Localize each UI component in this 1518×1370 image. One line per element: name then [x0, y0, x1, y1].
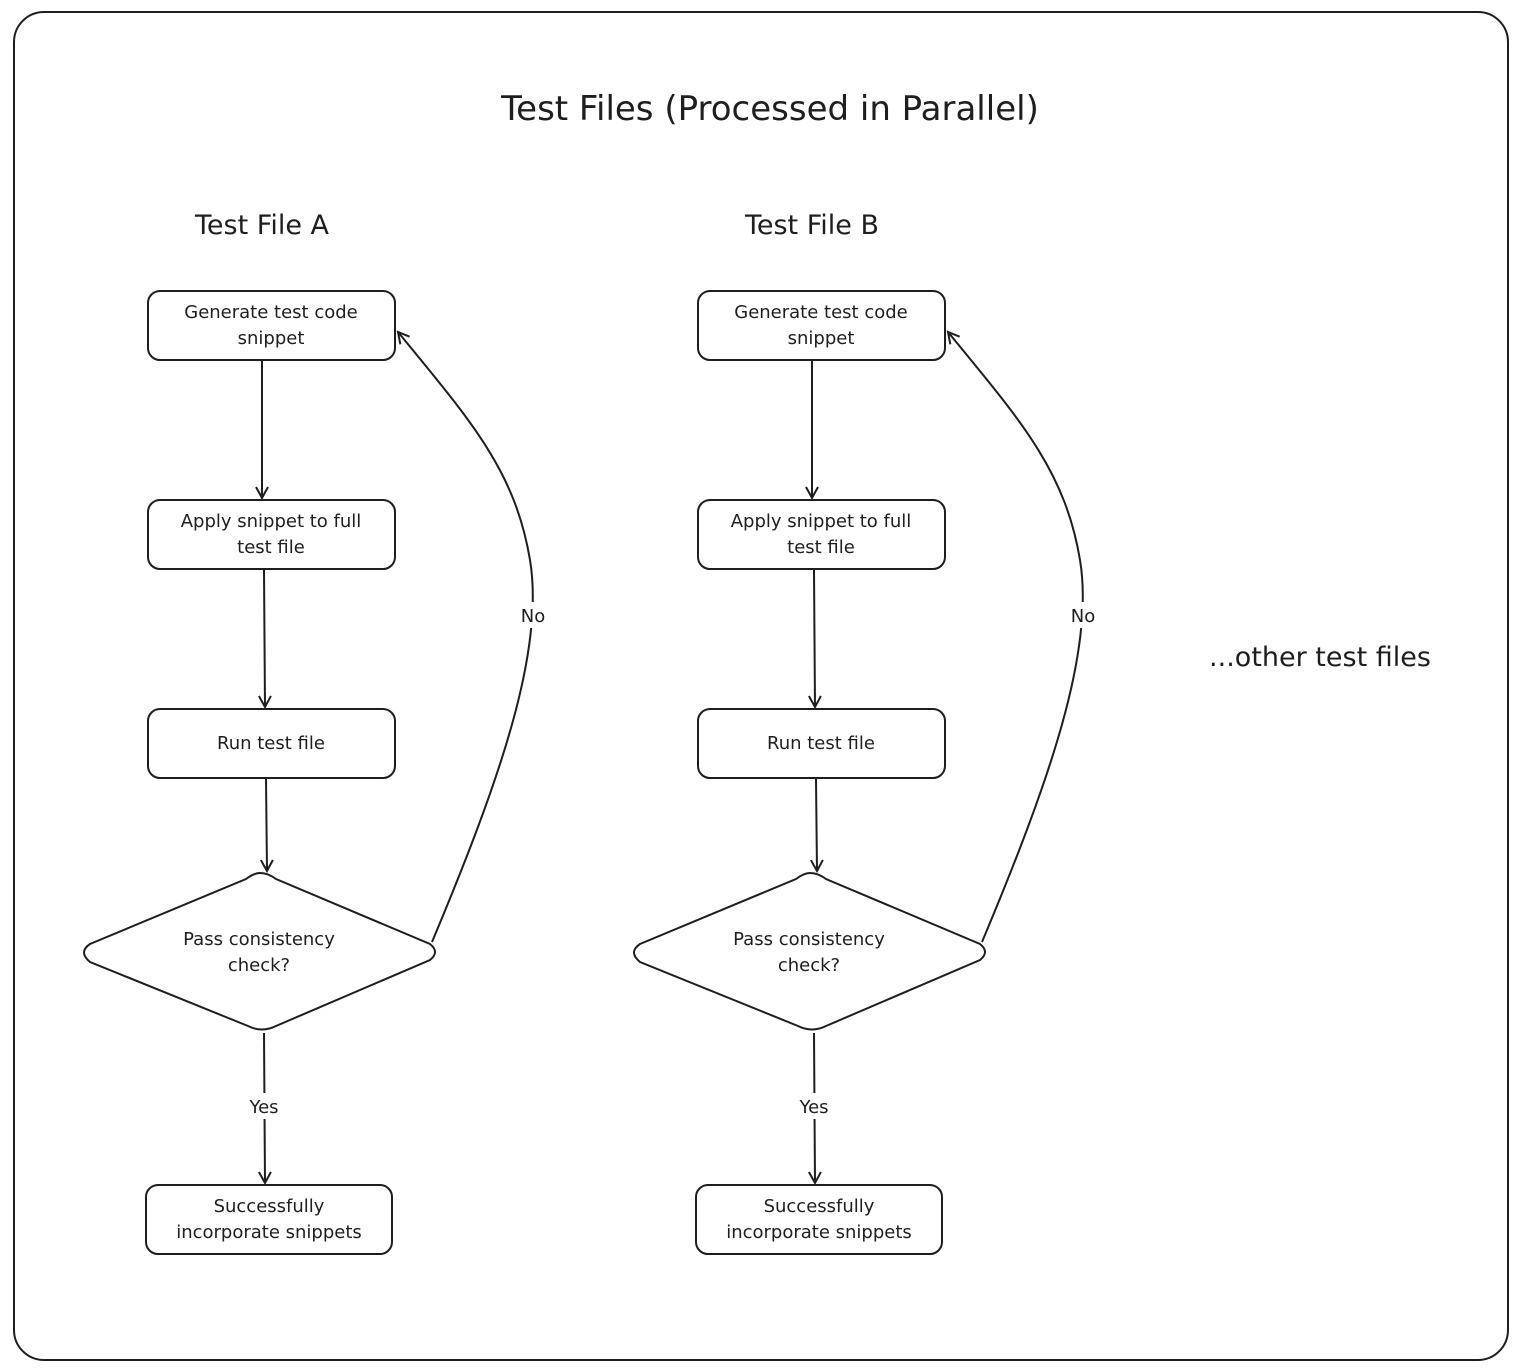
decision-label: Pass consistency: [183, 929, 335, 950]
no-label: No: [1071, 606, 1095, 627]
flow-arrow: [264, 569, 265, 707]
yes-label: Yes: [798, 1097, 828, 1118]
decision-diamond: [633, 871, 986, 1031]
flow-arrow: [814, 569, 815, 707]
process-label: Apply snippet to full: [181, 511, 362, 532]
process-label: test file: [787, 537, 855, 558]
process-label: Generate test code: [734, 302, 908, 323]
process-node: Apply snippet to full test file: [697, 499, 946, 570]
process-label: incorporate snippets: [176, 1222, 362, 1243]
no-label-bg: [1065, 602, 1101, 628]
other-test-files-note: ...other test files: [1209, 642, 1431, 673]
process-label: snippet: [238, 328, 305, 349]
no-label-bg: [515, 602, 551, 628]
process-node: Run test file: [147, 708, 396, 779]
decision-label: check?: [228, 955, 290, 976]
flow-arrow: [816, 778, 817, 871]
column-label: Test File A: [194, 210, 330, 241]
process-box: [147, 290, 396, 361]
no-loop-arrow: [948, 332, 1084, 943]
yes-label-bg: [790, 1093, 840, 1119]
process-label: snippet: [788, 328, 855, 349]
process-label: Successfully: [214, 1196, 325, 1217]
process-label: Successfully: [764, 1196, 875, 1217]
process-node: Generate test code snippet: [697, 290, 946, 361]
process-label: Apply snippet to full: [731, 511, 912, 532]
process-label: Run test file: [217, 733, 325, 754]
decision-node: Pass consistency check?: [83, 871, 436, 1031]
flow-arrow: [266, 778, 267, 871]
column-label: Test File B: [744, 210, 879, 241]
process-node: Run test file: [697, 708, 946, 779]
process-label: test file: [237, 537, 305, 558]
column-test-file-b: Test File B Generate test code snippetAppl…: [633, 210, 1101, 1255]
yes-label: Yes: [248, 1097, 278, 1118]
decision-label: Pass consistency: [733, 929, 885, 950]
process-box: [697, 499, 946, 570]
process-box: [695, 1184, 943, 1255]
process-label: Generate test code: [184, 302, 358, 323]
process-node: Apply snippet to full test file: [147, 499, 396, 570]
process-node: Generate test code snippet: [147, 290, 396, 361]
no-label: No: [521, 606, 545, 627]
yes-label-bg: [240, 1093, 290, 1119]
decision-node: Pass consistency check?: [633, 871, 986, 1031]
no-loop-arrow: [398, 332, 534, 943]
diagram-title: Test Files (Processed in Parallel): [500, 89, 1039, 129]
decision-label: check?: [778, 955, 840, 976]
process-box: [697, 290, 946, 361]
process-label: incorporate snippets: [726, 1222, 912, 1243]
process-box: [145, 1184, 393, 1255]
final-node: Successfully incorporate snippets: [145, 1184, 393, 1255]
process-label: Run test file: [767, 733, 875, 754]
decision-diamond: [83, 871, 436, 1031]
column-test-file-a: Test File A Generate test code snippetAppl…: [83, 210, 551, 1255]
process-box: [147, 499, 396, 570]
final-node: Successfully incorporate snippets: [695, 1184, 943, 1255]
